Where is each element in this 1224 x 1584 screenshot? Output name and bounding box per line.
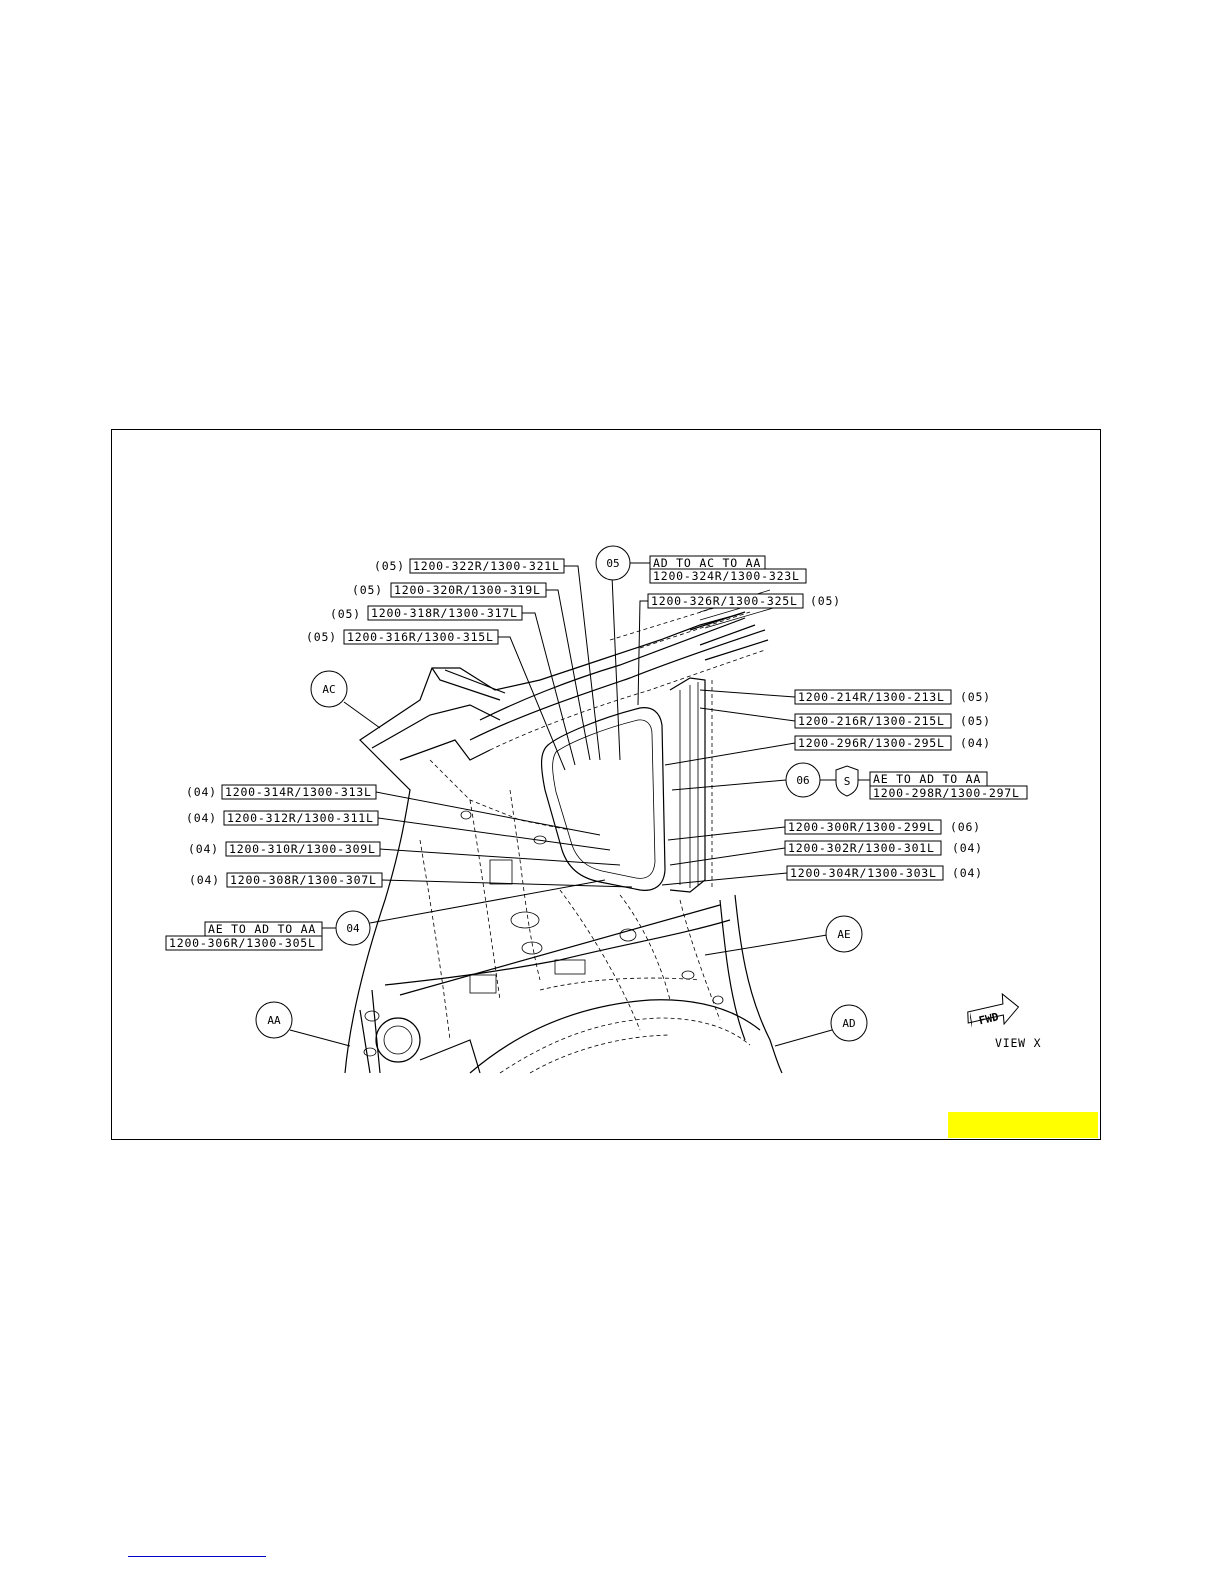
weld-group-circle: [335, 910, 371, 946]
callout-1200-304R: 1200-304R/1300-303L (04): [786, 865, 983, 881]
part-number: 1200-316R/1300-315L: [347, 630, 494, 644]
callout-1200-320R: (05) 1200-320R/1300-319L: [352, 582, 547, 598]
callout-1200-314R: (04) 1200-314R/1300-313L: [186, 784, 377, 800]
weld-group-circle: [595, 545, 631, 581]
callout-1200-308R: (04) 1200-308R/1300-307L: [189, 872, 383, 888]
part-number: 1200-310R/1300-309L: [229, 842, 376, 856]
qty-label: (05): [374, 559, 405, 573]
panel-ad: AD: [830, 1004, 868, 1042]
part-number: 1200-326R/1300-325L: [651, 594, 798, 608]
part-number: 1200-324R/1300-323L: [653, 569, 800, 583]
safety-symbol: S: [844, 775, 851, 788]
weld-sequence: AE TO AD TO AA: [208, 922, 316, 936]
qty-label: (04): [960, 736, 991, 750]
leader-lines: [289, 562, 870, 1047]
part-number: 1200-322R/1300-321L: [413, 559, 560, 573]
group-04: 04 AE TO AD TO AA 1200-306R/1300-305L: [165, 910, 371, 951]
part-number: 1200-296R/1300-295L: [798, 736, 945, 750]
weld-group-number: 04: [346, 922, 360, 935]
part-number: 1200-304R/1300-303L: [790, 866, 937, 880]
callout-1200-322R: (05) 1200-322R/1300-321L: [374, 558, 565, 574]
callout-1200-312R: (04) 1200-312R/1300-311L: [186, 810, 379, 826]
qty-label: (05): [810, 594, 841, 608]
highlight-tag: [948, 1112, 1098, 1138]
part-number: 1200-318R/1300-317L: [371, 606, 518, 620]
qty-label: (05): [352, 583, 383, 597]
qty-label: (04): [188, 842, 219, 856]
part-number: 1200-302R/1300-301L: [788, 841, 935, 855]
part-number: 1200-312R/1300-311L: [227, 811, 374, 825]
weld-group-number: 05: [606, 557, 619, 570]
callout-1200-310R: (04) 1200-310R/1300-309L: [188, 841, 381, 857]
qty-label: (04): [189, 873, 220, 887]
qty-label: (04): [186, 811, 217, 825]
qty-label: (04): [186, 785, 217, 799]
forward-arrow-icon: FWD: [967, 992, 1020, 1028]
callout-1200-300R: 1200-300R/1300-299L (06): [784, 819, 981, 835]
diagram-frame: [111, 429, 1101, 1140]
part-number: 1200-314R/1300-313L: [225, 785, 372, 799]
group-05: 05 AD TO AC TO AA 1200-324R/1300-323L: [595, 545, 807, 584]
callout-1200-326R: 1200-326R/1300-325L (05): [647, 593, 841, 609]
svg-text:AA: AA: [267, 1014, 281, 1027]
callout-1200-296R: 1200-296R/1300-295L (04): [794, 735, 991, 751]
qty-label: (05): [960, 690, 991, 704]
callout-1200-318R: (05) 1200-318R/1300-317L: [330, 605, 523, 621]
qty-label: (05): [306, 630, 337, 644]
part-number: 1200-320R/1300-319L: [394, 583, 541, 597]
weld-group-circle: [785, 762, 821, 798]
part-number: 1200-308R/1300-307L: [230, 873, 377, 887]
weld-group-number: 06: [796, 774, 809, 787]
callout-1200-216R: 1200-216R/1300-215L (05): [794, 713, 991, 729]
qty-label: (05): [960, 714, 991, 728]
part-number: 1200-300R/1300-299L: [788, 820, 935, 834]
part-number: 1200-214R/1300-213L: [798, 690, 945, 704]
qty-label: (04): [952, 866, 983, 880]
panel-ae: AE: [825, 915, 863, 953]
weld-sequence: AE TO AD TO AA: [873, 772, 981, 786]
panel-aa: AA: [255, 1001, 293, 1039]
callout-1200-214R: 1200-214R/1300-213L (05): [794, 689, 991, 705]
weld-sequence: AD TO AC TO AA: [653, 556, 761, 570]
body-side-structure: [344, 589, 783, 1074]
svg-text:AC: AC: [322, 683, 335, 696]
qty-label: (06): [950, 820, 981, 834]
part-number: 1200-216R/1300-215L: [798, 714, 945, 728]
part-number: 1200-306R/1300-305L: [169, 936, 316, 950]
qty-label: (05): [330, 607, 361, 621]
view-label: VIEW X: [995, 1036, 1041, 1050]
callout-1200-302R: 1200-302R/1300-301L (04): [784, 840, 983, 856]
part-number: 1200-298R/1300-297L: [873, 786, 1020, 800]
safety-shield-icon: [835, 765, 859, 797]
group-06: 06 S AE TO AD TO AA 1200-298R/1300-297L: [785, 762, 1028, 800]
qty-label: (04): [952, 841, 983, 855]
svg-text:AD: AD: [842, 1017, 855, 1030]
panel-ac: AC: [310, 670, 348, 708]
svg-text:AE: AE: [837, 928, 850, 941]
callout-1200-316R: (05) 1200-316R/1300-315L: [306, 629, 499, 645]
footer-link-underline[interactable]: [128, 1556, 266, 1557]
fwd-label: FWD: [978, 1010, 1001, 1027]
